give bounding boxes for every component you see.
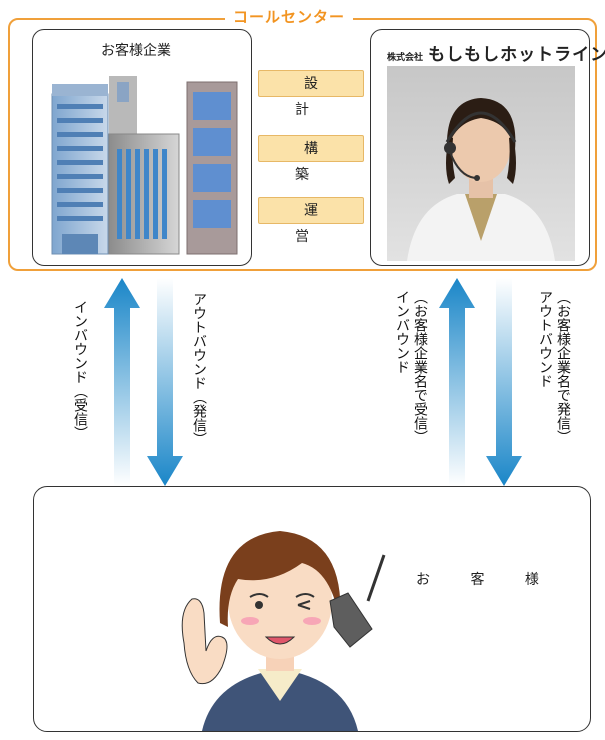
company-logo: 株式会社 もしもしホットライン <box>387 40 605 65</box>
office-buildings-illustration <box>51 76 238 255</box>
customer-label: お 客 様 <box>416 572 557 588</box>
left-outbound-label: アウトバウンド（発信） <box>191 292 207 446</box>
company-name: もしもしホットライン <box>428 45 605 65</box>
call-center-title: コールセンター <box>225 6 354 27</box>
customer-panel: お 客 様 <box>33 486 591 732</box>
outbound-arrow-right <box>486 278 522 486</box>
company-prefix: 株式会社 <box>387 53 424 63</box>
call-center-company-panel: 株式会社 もしもしホットライン <box>370 29 605 266</box>
right-outbound-note: （お客様企業名で発信） <box>555 290 571 444</box>
client-company-title: お客様企業 <box>101 43 171 59</box>
inbound-arrow-right <box>439 278 475 486</box>
service-build: 構 築 <box>258 135 364 183</box>
right-inbound-note: （お客様企業名で受信） <box>412 290 428 444</box>
outbound-arrow-left <box>147 278 183 486</box>
right-inbound-label: インバウンド <box>394 290 410 374</box>
customer-on-phone-illustration <box>181 531 386 731</box>
client-company-panel: お客様企業 <box>32 29 252 266</box>
operator-with-headset-illustration <box>407 98 555 261</box>
inbound-arrow-left <box>104 278 140 486</box>
operator-photo <box>387 66 575 261</box>
right-outbound-label: アウトバウンド <box>537 290 553 388</box>
service-design: 設 計 <box>258 70 364 118</box>
left-inbound-label: インバウンド（受信） <box>72 300 88 440</box>
service-operate: 運 営 <box>258 197 364 245</box>
